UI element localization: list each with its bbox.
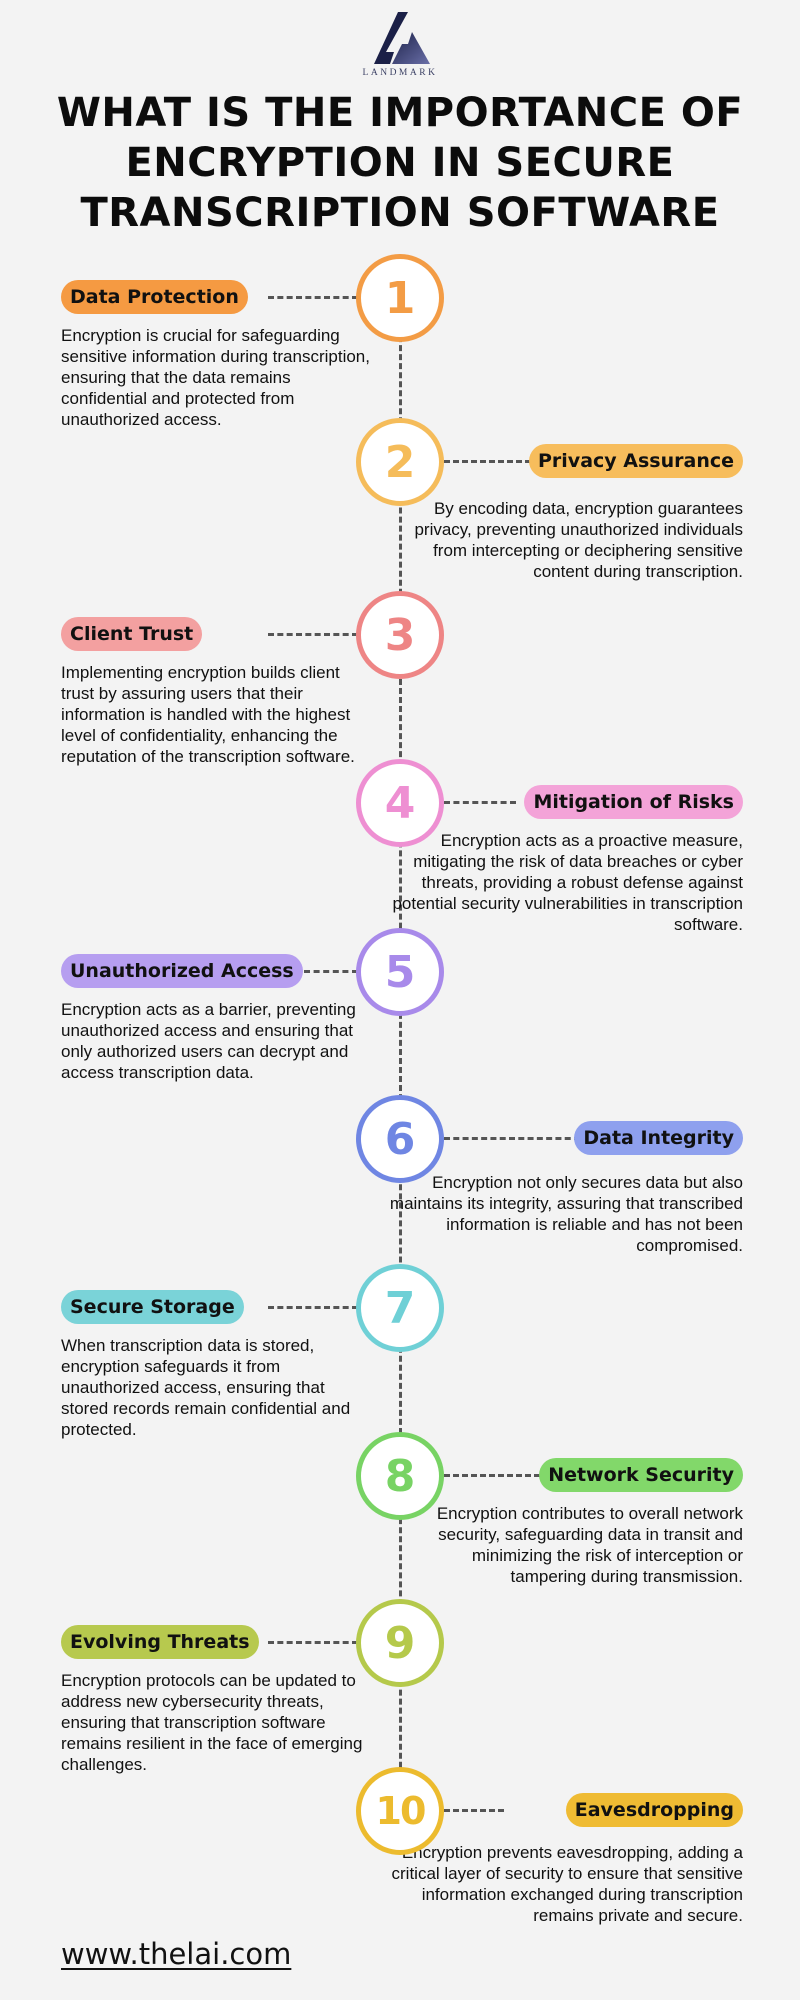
timeline-step-7: Secure Storage 7 When transcription data… — [0, 1264, 800, 1439]
step-number-circle: 9 — [356, 1599, 444, 1687]
step-number-circle: 6 — [356, 1095, 444, 1183]
step-number-circle: 1 — [356, 254, 444, 342]
step-description: Encryption prevents eavesdropping, addin… — [391, 1843, 743, 1925]
step-description: When transcription data is stored, encry… — [61, 1336, 351, 1439]
step-label-pill: Network Security — [539, 1458, 743, 1492]
timeline-step-2: 2 Privacy Assurance By encoding data, en… — [0, 418, 800, 581]
timeline-step-6: 6 Data Integrity Encryption not only sec… — [0, 1095, 800, 1255]
dashed-connector — [444, 801, 516, 804]
step-number-circle: 7 — [356, 1264, 444, 1352]
step-label-pill: Secure Storage — [61, 1290, 244, 1324]
step-label-pill: Data Integrity — [574, 1121, 743, 1155]
step-label-pill: Data Protection — [61, 280, 248, 314]
step-number-circle: 2 — [356, 418, 444, 506]
step-number-circle: 3 — [356, 591, 444, 679]
step-description: Implementing encryption builds client tr… — [61, 663, 355, 766]
dashed-connector — [268, 296, 358, 299]
step-label-pill: Privacy Assurance — [529, 444, 743, 478]
step-number-circle: 5 — [356, 928, 444, 1016]
timeline-step-8: 8 Network Security Encryption contribute… — [0, 1432, 800, 1586]
landmark-logo: LANDMARK — [360, 8, 440, 82]
landmark-triangle-icon — [374, 12, 430, 64]
timeline-step-5: Unauthorized Access 5 Encryption acts as… — [0, 928, 800, 1082]
step-description: Encryption protocols can be updated to a… — [61, 1671, 363, 1774]
dashed-connector — [444, 1809, 504, 1812]
dashed-connector — [444, 460, 531, 463]
step-number-circle: 8 — [356, 1432, 444, 1520]
step-number-circle: 10 — [356, 1767, 444, 1855]
step-label-pill: Unauthorized Access — [61, 954, 303, 988]
step-description: By encoding data, encryption guarantees … — [414, 499, 743, 581]
dashed-connector — [268, 1306, 358, 1309]
timeline-step-9: Evolving Threats 9 Encryption protocols … — [0, 1599, 800, 1774]
dashed-connector — [268, 633, 358, 636]
step-number-circle: 4 — [356, 759, 444, 847]
step-label-pill: Evolving Threats — [61, 1625, 259, 1659]
step-label-pill: Eavesdropping — [565, 1793, 743, 1827]
page-title: WHAT IS THE IMPORTANCE OF ENCRYPTION IN … — [56, 90, 744, 236]
website-link[interactable]: www.thelai.com — [61, 1937, 292, 1971]
timeline-step-1: Data Protection 1 Encryption is crucial … — [0, 254, 800, 429]
timeline-step-4: 4 Mitigation of Risks Encryption acts as… — [0, 759, 800, 934]
step-label-pill: Client Trust — [61, 617, 203, 651]
step-label-pill: Mitigation of Risks — [524, 785, 743, 819]
step-description: Encryption contributes to overall networ… — [436, 1504, 743, 1586]
step-description: Encryption acts as a barrier, preventing… — [61, 1000, 356, 1082]
logo-text: LANDMARK — [362, 68, 438, 78]
dashed-connector — [444, 1137, 580, 1140]
timeline-spine — [399, 300, 402, 1840]
dashed-connector — [444, 1474, 540, 1477]
dashed-connector — [268, 1641, 358, 1644]
step-description: Encryption acts as a proactive measure, … — [392, 831, 743, 934]
timeline-step-3: Client Trust 3 Implementing encryption b… — [0, 591, 800, 766]
step-description: Encryption not only secures data but als… — [389, 1173, 743, 1255]
dashed-connector — [304, 970, 358, 973]
step-description: Encryption is crucial for safeguarding s… — [61, 326, 370, 429]
timeline-step-10: 10 Eavesdropping Encryption prevents eav… — [0, 1767, 800, 1925]
